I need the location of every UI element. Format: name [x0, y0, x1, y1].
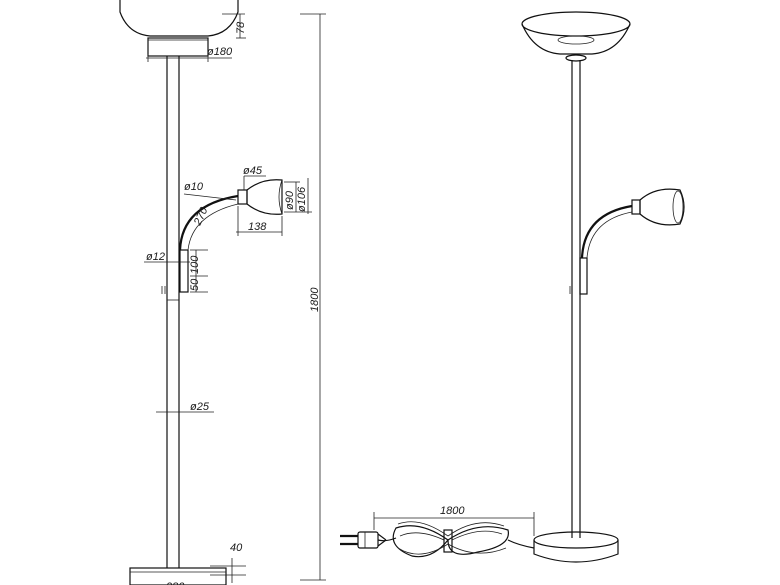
- flexible-arm: [178, 194, 239, 251]
- dim-shade-height: 78: [235, 21, 247, 34]
- dimension-drawing: 78 ø180 1800 ø45 ø10 270 ø90 ø106 138: [119, 0, 326, 585]
- dim-spot-outer-diameter: ø106: [296, 186, 308, 212]
- perspective-base-top: [533, 531, 619, 549]
- dim-stem-diameter: ø12: [146, 251, 165, 263]
- power-cable: [507, 539, 535, 549]
- perspective-view: 1800: [340, 11, 685, 563]
- perspective-arm-stem: [579, 257, 588, 295]
- dim-spot-diameter: ø45: [243, 165, 263, 177]
- perspective-spot-shade: [639, 188, 685, 226]
- bowl-collar: [565, 54, 587, 62]
- shade-collar: [147, 37, 209, 57]
- dim-spot-inner-diameter: ø90: [284, 190, 296, 210]
- bowl-inner: [557, 35, 595, 45]
- coiled-cable: [392, 521, 510, 558]
- dim-base-height: 40: [230, 542, 243, 554]
- dim-arm-diameter: ø10: [184, 181, 204, 193]
- perspective-base-side: [533, 540, 619, 563]
- dim-pole-diameter: ø25: [190, 401, 210, 413]
- bowl-body: [521, 23, 631, 55]
- spot-connector: [237, 189, 248, 205]
- dim-arm-mount-50: 50: [189, 278, 201, 291]
- dim-arm-mount-100: 100: [189, 255, 201, 274]
- arm-stem: [179, 249, 189, 293]
- dim-spot-length: 138: [248, 221, 267, 233]
- power-plug: [340, 531, 387, 549]
- perspective-spot-connector: [631, 199, 641, 215]
- dim-base-width: 280: [165, 581, 185, 585]
- dim-shade-diameter: ø180: [207, 46, 233, 58]
- lamp-base: [129, 567, 227, 585]
- perspective-flexible-arm: [580, 204, 633, 259]
- dim-total-height: 1800: [309, 287, 321, 312]
- bowl-rim: [521, 11, 631, 37]
- dim-cable-length: 1800: [440, 505, 465, 517]
- spot-lamp-shade: [246, 179, 283, 215]
- uplight-shade: [119, 0, 239, 37]
